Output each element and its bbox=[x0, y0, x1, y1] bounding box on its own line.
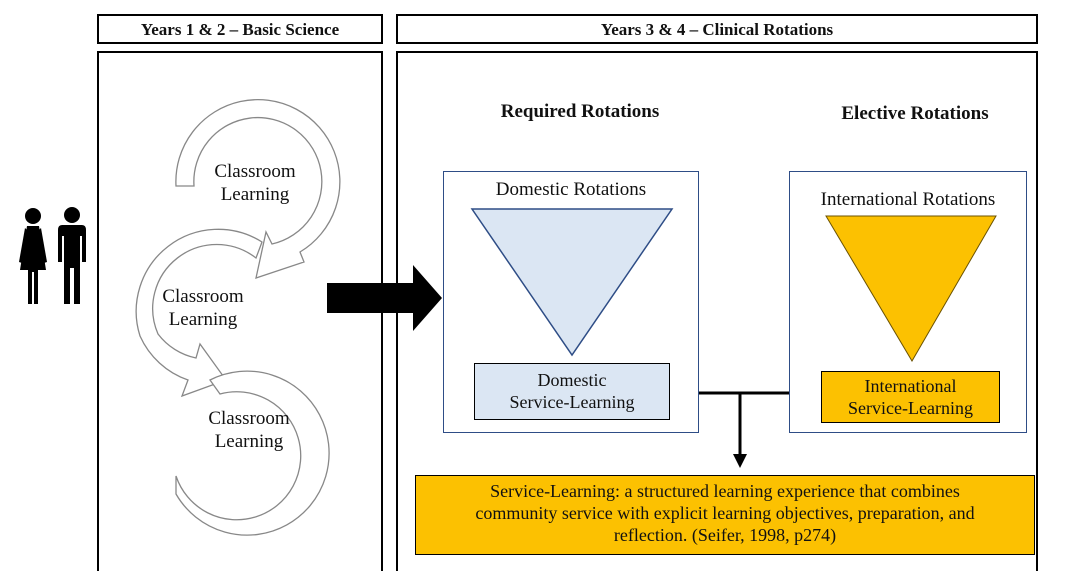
international-rotations-title: International Rotations bbox=[820, 189, 996, 210]
progression-arrow bbox=[327, 265, 442, 331]
elective-rotations-heading: Elective Rotations bbox=[841, 103, 989, 124]
connector-arrow-down bbox=[733, 454, 747, 468]
required-rotations-heading: Required Rotations bbox=[500, 101, 660, 122]
cycle-arrow-middle bbox=[135, 228, 263, 398]
cycle-arrow-bottom bbox=[175, 370, 330, 536]
international-triangle bbox=[825, 215, 997, 362]
domestic-rotations-title: Domestic Rotations bbox=[495, 179, 647, 200]
header-clinical-rotations: Years 3 & 4 – Clinical Rotations bbox=[396, 14, 1038, 44]
domestic-triangle bbox=[470, 208, 674, 357]
header-basic-science: Years 1 & 2 – Basic Science bbox=[97, 14, 383, 44]
service-learning-definition: Service-Learning: a structured learning … bbox=[415, 475, 1035, 555]
cycle-arrows bbox=[135, 99, 341, 536]
cycle-arrow-top bbox=[175, 99, 341, 279]
woman-icon bbox=[19, 208, 47, 304]
man-icon bbox=[58, 207, 86, 304]
